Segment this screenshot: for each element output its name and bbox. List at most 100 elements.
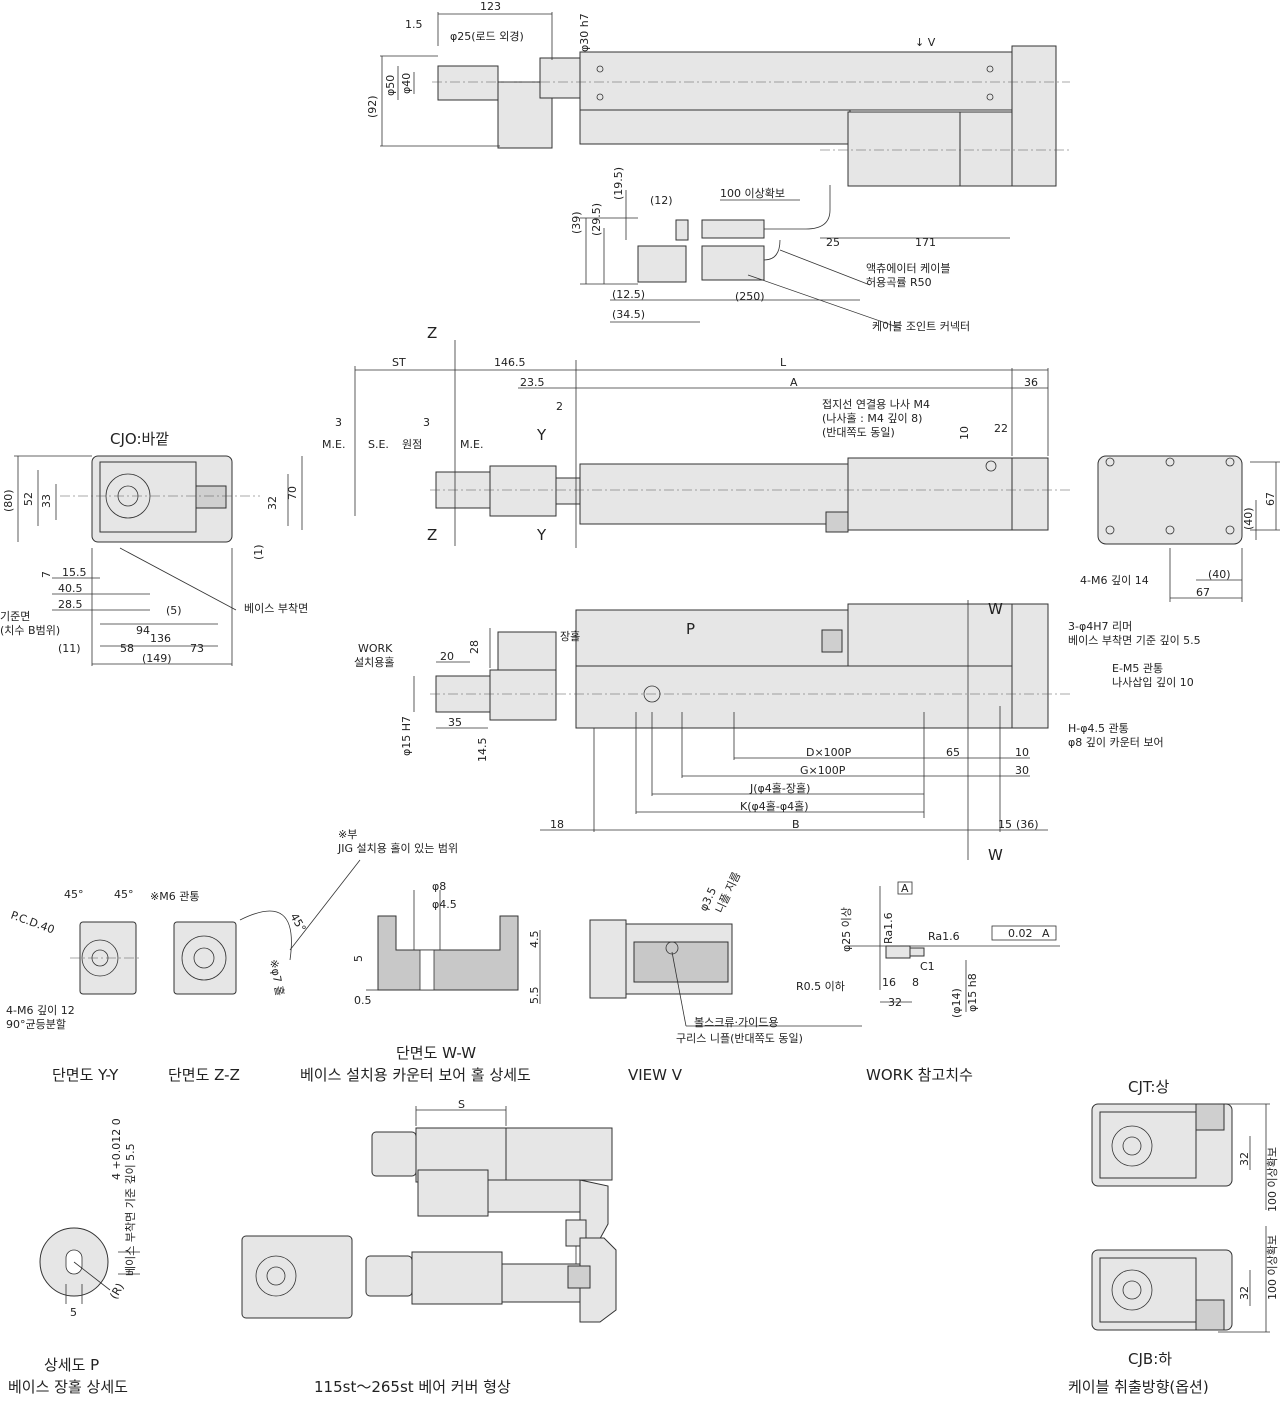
dim-st: ST — [392, 356, 406, 369]
dim-80: (80) — [2, 489, 15, 512]
dim-28: 28 — [468, 640, 481, 654]
cable-options: CJT:상 CJB:하 32 100 이상확보 32 100 이상확보 케이블 … — [1068, 1078, 1279, 1396]
datum-a-ref: A — [1042, 927, 1050, 940]
dim-32: 32 — [266, 496, 279, 510]
marker-p: P — [686, 620, 695, 638]
dim-c1: C1 — [920, 960, 935, 973]
plan-view: 20 28 35 φ15 H7 14.5 D×100P 65 10 G×100P… — [354, 600, 1201, 864]
dim-5-p: 5 — [70, 1306, 77, 1319]
note-m6-through: ※M6 관통 — [150, 890, 199, 903]
label-se: S.E. — [368, 438, 389, 451]
dim-32-cjb: 32 — [1238, 1286, 1251, 1300]
dim-3b: 3 — [423, 416, 430, 429]
dim-ra1.6-b: Ra1.6 — [928, 930, 960, 943]
dim-33: 33 — [40, 494, 53, 508]
note-counterbore: φ8 깊이 카운터 보어 — [1068, 736, 1164, 749]
note-b-range: (치수 B범위) — [0, 624, 60, 637]
marker-z-bottom: Z — [427, 526, 437, 544]
dim-j: J(φ4홀-장홀) — [749, 782, 810, 795]
caption-bellows: 115st～265st 베어 커버 형상 — [314, 1378, 511, 1396]
marker-y-top: Y — [536, 426, 547, 444]
note-cable-joint: 케이블 조인트 커넥터 — [872, 320, 970, 333]
dim-phi15-h8: φ15 h8 — [966, 973, 979, 1012]
dim-40-horizontal: (40) — [1208, 568, 1231, 581]
dim-phi25: φ25 이상 — [840, 907, 853, 952]
dim-3a: 3 — [335, 416, 342, 429]
view-v-arrow: ↓ V — [915, 36, 936, 49]
note-90-division: 90°균등분할 — [6, 1018, 66, 1031]
note-reference-face: 기준면 — [0, 610, 30, 623]
dim-23.5: 23.5 — [520, 376, 545, 389]
note-actuator-cable: 액츄에이터 케이블 — [866, 262, 950, 275]
dim-1.5: 1.5 — [405, 18, 423, 31]
note-install-hole: 설치용홀 — [354, 656, 394, 669]
note-4-m6-depth12: 4-M6 깊이 12 — [6, 1004, 75, 1017]
note-grease-nipple: 구리스 니플(반대쪽도 동일) — [676, 1031, 803, 1045]
note-4-m6: 4-M6 깊이 14 — [1080, 574, 1149, 587]
end-view: 67 (40) (40) 67 4-M6 깊이 14 — [1080, 455, 1280, 602]
note-reamer: 3-φ4H7 리머 — [1068, 620, 1132, 633]
dim-ra1.6-a: Ra1.6 — [882, 912, 895, 944]
marker-w-bottom: W — [988, 846, 1003, 864]
marker-y-bottom: Y — [536, 526, 547, 544]
dim-rod-dia: φ25(로드 외경) — [450, 30, 524, 43]
side-view: ST 146.5 L 23.5 A 36 3 3 2 10 22 Z Z Y Y… — [322, 324, 1070, 548]
dim-18: 18 — [550, 818, 564, 831]
dim-11: (11) — [58, 642, 81, 655]
dim-35: 35 — [448, 716, 462, 729]
caption-ww-1: 단면도 W-W — [396, 1044, 476, 1062]
dim-12.5: (12.5) — [612, 288, 645, 301]
dim-14.5: 14.5 — [476, 738, 489, 763]
note-ground-screw: 접지선 연결용 나사 M4 — [822, 398, 930, 411]
dim-19.5: (19.5) — [612, 167, 625, 200]
dim-58: 58 — [120, 642, 134, 655]
dim-40.5: 40.5 — [58, 582, 83, 595]
caption-p-1: 상세도 P — [44, 1356, 99, 1374]
dim-67-vertical: 67 — [1264, 492, 1277, 506]
dim-28.5: 28.5 — [58, 598, 83, 611]
dim-39: (39) — [570, 211, 583, 234]
caption-zz: 단면도 Z-Z — [168, 1066, 240, 1084]
dim-29.5: (29.5) — [590, 203, 603, 236]
note-ground-hole: (나사홀 : M4 깊이 8) — [822, 412, 922, 425]
dim-4-tol: 4 +0.012 0 — [110, 1118, 123, 1180]
caption-yy: 단면도 Y-Y — [52, 1066, 119, 1084]
detail-p: 5 (R) 4 +0.012 0 베이스 부착면 기준 깊이 5.5 상세도 P… — [8, 1118, 140, 1396]
dim-2: 2 — [556, 400, 563, 413]
dim-5: 5 — [352, 955, 365, 962]
dim-phi14: (φ14) — [950, 988, 963, 1018]
cjo-title: CJO:바깥 — [110, 430, 169, 448]
note-depth-5.5: 베이스 부착면 기준 깊이 5.5 — [124, 1143, 137, 1276]
dim-149: (149) — [142, 652, 172, 665]
dim-146.5: 146.5 — [494, 356, 526, 369]
dim-phi40: φ40 — [400, 73, 413, 94]
dim-pcd40: P.C.D.40 — [9, 909, 56, 937]
dim-r0.5: R0.5 이하 — [796, 979, 845, 993]
note-reamer-depth: 베이스 부착면 기준 깊이 5.5 — [1068, 634, 1201, 647]
section-yy: 45° 45° P.C.D.40 4-M6 깊이 12 90°균등분할 단면도 … — [6, 888, 140, 1084]
view-v: φ3.5 니플 지름 볼스크류·가이드용 구리스 니플(반대쪽도 동일) VIE… — [589, 870, 862, 1084]
marker-z-top: Z — [427, 324, 437, 342]
note-ground-opposite: (반대쪽도 동일) — [822, 425, 895, 439]
dim-250: (250) — [735, 290, 765, 303]
dim-4.5: 4.5 — [528, 931, 541, 949]
cjt-title: CJT:상 — [1128, 1078, 1169, 1096]
dim-5.5: 5.5 — [528, 987, 541, 1005]
note-base-mount: 베이스 부착면 — [244, 602, 308, 615]
work-reference: φ25 이상 Ra1.6 Ra1.6 0.02 A A C1 R0.5 이하 1… — [796, 881, 1060, 1084]
dim-20: 20 — [440, 650, 454, 663]
dim-65: 65 — [946, 746, 960, 759]
cjb-title: CJB:하 — [1128, 1350, 1172, 1368]
bellows: S 115st～265st 베어 커버 형상 — [241, 1098, 617, 1396]
dim-34.5: (34.5) — [612, 308, 645, 321]
caption-cable-options: 케이블 취출방향(옵션) — [1068, 1378, 1209, 1396]
section-zz: 45° ※φ7 홀 ※M6 관통 ※부 JIG 설치용 홀이 있는 범위 단면도… — [150, 828, 458, 1084]
dim-15.5: 15.5 — [62, 566, 87, 579]
dim-25: 25 — [826, 236, 840, 249]
label-me-right: M.E. — [460, 438, 483, 451]
dim-8: 8 — [912, 976, 919, 989]
dim-gx100p: G×100P — [800, 764, 846, 777]
dim-32-cjt: 32 — [1238, 1152, 1251, 1166]
